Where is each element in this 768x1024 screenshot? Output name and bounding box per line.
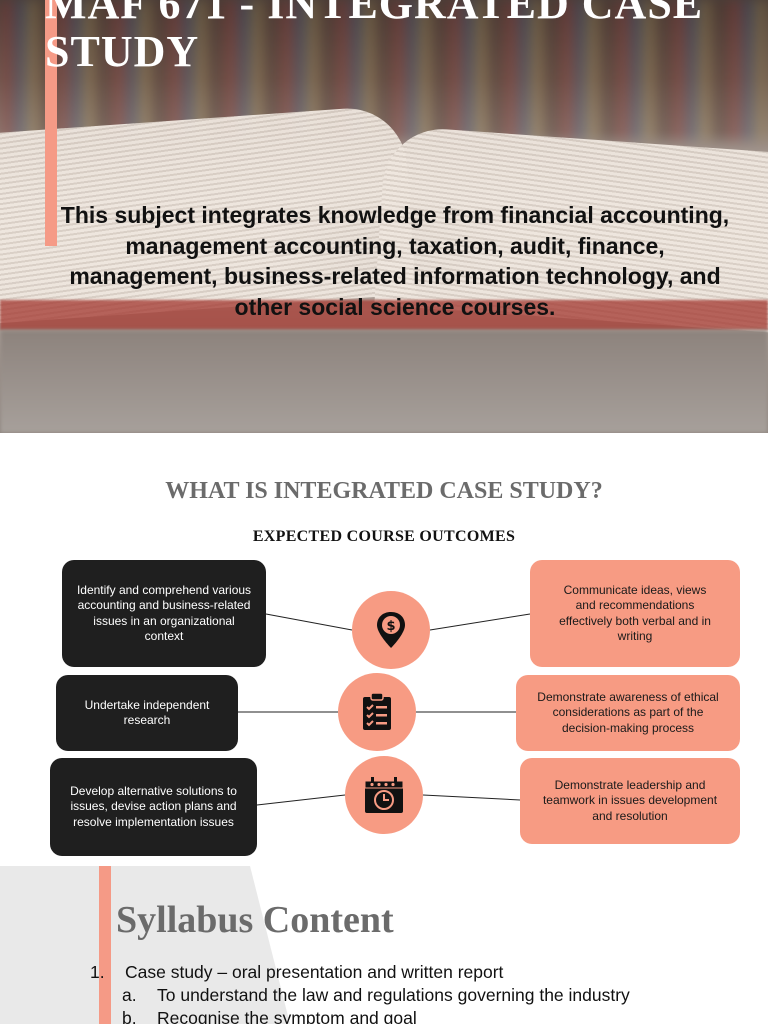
calendar-clock-icon <box>364 777 404 813</box>
money-location-icon: $ <box>377 612 405 648</box>
outcomes-subheading: EXPECTED COURSE OUTCOMES <box>252 528 516 545</box>
list-text: Recognise the symptom and goal <box>157 1008 417 1024</box>
outcome-box-left-3: Develop alternative solutions to issues,… <box>50 758 257 856</box>
connector-lines <box>238 613 531 806</box>
outcome-text: Identify and comprehend various accounti… <box>76 582 252 644</box>
outcome-box-right-2: Demonstrate awareness of ethical conside… <box>516 675 740 751</box>
outcome-text: Demonstrate awareness of ethical conside… <box>537 689 719 735</box>
syllabus-slide: Syllabus Content 1. Case study – oral pr… <box>0 866 768 1024</box>
accent-bar <box>45 0 57 246</box>
grey-side-panel <box>0 866 290 1024</box>
list-letter: a. <box>122 985 137 1005</box>
outcome-box-left-1: Identify and comprehend various accounti… <box>62 560 266 667</box>
slide-title: MAF 671 - INTEGRATED CASE STUDY <box>45 0 704 76</box>
book-cover <box>0 300 768 330</box>
syllabus-title: Syllabus Content <box>116 899 394 941</box>
list-text: Case study – oral presentation and writt… <box>125 962 504 982</box>
outcomes-slide: WHAT IS INTEGRATED CASE STUDY? EXPECTED … <box>0 433 768 866</box>
icon-circle-3 <box>345 756 423 834</box>
outcome-text: Undertake independent research <box>84 697 210 728</box>
list-number: 1. <box>90 962 105 982</box>
clipboard-checklist-icon <box>363 692 391 730</box>
list-text: To understand the law and regulations go… <box>157 985 630 1005</box>
subject-description: This subject integrates knowledge from f… <box>60 202 730 320</box>
outcomes-heading: WHAT IS INTEGRATED CASE STUDY? <box>165 478 603 504</box>
outcome-box-right-1: Communicate ideas, views and recommendat… <box>530 560 740 667</box>
accent-bar <box>99 866 111 1024</box>
intro-slide: MAF 671 - INTEGRATED CASE STUDY This sub… <box>0 0 768 433</box>
outcome-box-left-2: Undertake independent research <box>56 675 238 751</box>
outcome-box-right-3: Demonstrate leadership and teamwork in i… <box>520 758 740 844</box>
outcome-text: Communicate ideas, views and recommendat… <box>559 582 711 644</box>
bookshelf-background <box>0 0 768 140</box>
svg-text:$: $ <box>386 619 395 634</box>
icon-circle-1: $ <box>352 591 430 669</box>
table-surface <box>0 330 768 433</box>
outcome-text: Develop alternative solutions to issues,… <box>70 783 237 829</box>
list-letter: b. <box>122 1008 137 1024</box>
icon-circle-2 <box>338 673 416 751</box>
outcome-text: Demonstrate leadership and teamwork in i… <box>542 777 718 823</box>
